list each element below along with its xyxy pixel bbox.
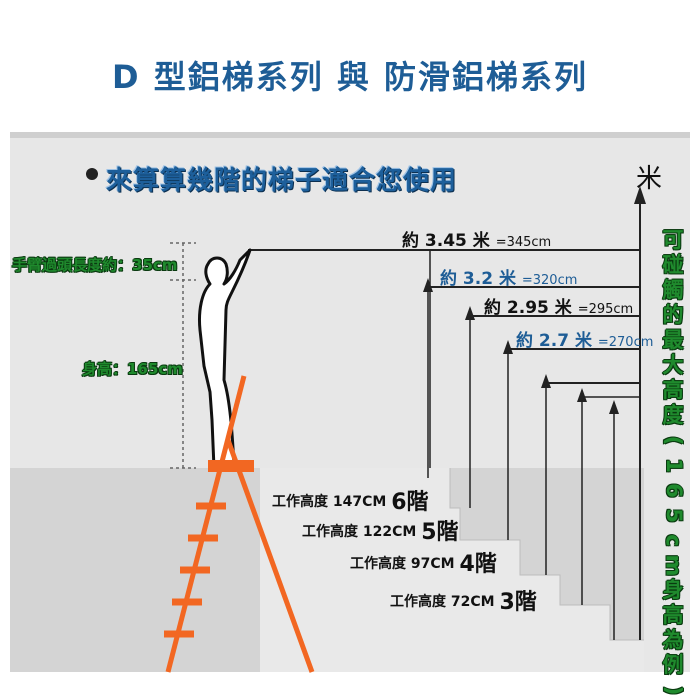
height-label-320: 約 3.2 米 =320cm xyxy=(440,264,577,289)
stair-outline xyxy=(449,468,644,641)
height-main: 約 2.7 米 xyxy=(516,331,592,351)
vertical-caption-char: ) xyxy=(661,685,686,696)
height-axis-arrow xyxy=(634,186,646,204)
work-height-3-steps: 工作高度 72CM 3階 xyxy=(390,584,537,616)
arrow-220 xyxy=(577,388,587,402)
work-height-text: 工作高度 72CM xyxy=(390,594,495,610)
body-height-label: 身高：165cm xyxy=(82,360,183,378)
vertical-caption-char: 碰 xyxy=(662,253,684,277)
height-main: 約 2.95 米 xyxy=(484,298,572,318)
step-count: 4階 xyxy=(459,552,497,577)
vertical-caption-char: ( xyxy=(661,435,686,446)
vertical-caption-char: 觸 xyxy=(662,278,684,302)
ladder-rail-back xyxy=(225,439,315,673)
vertical-caption-char: 1 xyxy=(661,458,686,473)
vertical-caption-char: 為 xyxy=(662,628,684,652)
height-sub: =270cm xyxy=(597,335,654,350)
page-title: D 型鋁梯系列 與 防滑鋁梯系列 xyxy=(112,58,588,96)
work-height-4-steps: 工作高度 97CM 4階 xyxy=(350,546,497,578)
unit-label: 米 xyxy=(636,164,663,194)
work-height-5-steps: 工作高度 122CM 5階 xyxy=(302,514,459,546)
work-height-text: 工作高度 97CM xyxy=(350,556,455,572)
vertical-caption-char: 大 xyxy=(662,353,684,377)
vertical-caption-char: 的 xyxy=(662,303,684,327)
work-height-6-steps: 工作高度 147CM 6階 xyxy=(272,484,429,516)
height-main: 約 3.2 米 xyxy=(440,269,516,289)
person-silhouette xyxy=(198,248,252,470)
vertical-caption-char: 度 xyxy=(662,403,684,427)
work-height-text: 工作高度 122CM xyxy=(302,524,417,540)
arrow-320 xyxy=(423,278,433,292)
ladder-top-cap xyxy=(208,460,254,472)
bullet-dot xyxy=(86,168,98,180)
height-main: 約 3.45 米 xyxy=(402,231,490,251)
height-label-270: 約 2.7 米 =270cm xyxy=(516,326,653,351)
height-sub: =345cm xyxy=(495,235,552,250)
vertical-caption-char: 高 xyxy=(662,603,684,627)
vertical-caption-char: 6 xyxy=(661,483,686,498)
height-label-295: 約 2.95 米 =295cm xyxy=(484,293,633,318)
step-count: 6階 xyxy=(391,490,429,515)
stair-steps xyxy=(260,468,644,672)
vertical-caption-char: m xyxy=(661,554,686,577)
vertical-caption-char: 例 xyxy=(662,653,684,677)
work-height-text: 工作高度 147CM xyxy=(272,494,387,510)
vertical-caption-char: 最 xyxy=(662,328,684,352)
vertical-caption-char: 可 xyxy=(662,228,684,252)
arrow-270 xyxy=(503,340,513,354)
vertical-caption-char: 身 xyxy=(662,578,684,602)
height-sub: =295cm xyxy=(577,302,634,317)
arrow-295 xyxy=(465,306,475,320)
step-count: 5階 xyxy=(421,520,459,545)
wall-top-strip xyxy=(10,132,690,138)
arrow-195 xyxy=(609,400,619,414)
height-label-345: 約 3.45 米 =345cm xyxy=(402,226,551,251)
vertical-caption-char: 高 xyxy=(662,378,684,402)
step-count: 3階 xyxy=(499,590,537,615)
arm-length-label: 手臂過頭長度約：35cm xyxy=(12,256,178,274)
vertical-caption-char: c xyxy=(661,534,686,547)
height-sub: =320cm xyxy=(521,273,578,288)
vertical-caption-char: 5 xyxy=(661,508,686,523)
arrow-245 xyxy=(541,374,551,388)
subtitle: 來算算幾階的梯子適合您使用 xyxy=(106,166,458,196)
ladder-rail-front xyxy=(165,375,247,673)
